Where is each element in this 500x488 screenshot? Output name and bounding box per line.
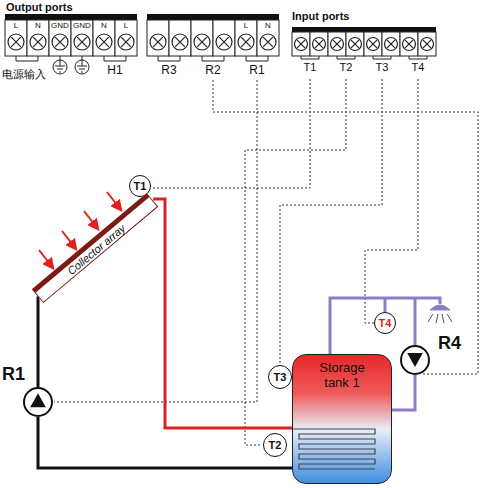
pipe-connector xyxy=(153,199,292,428)
port-label: L xyxy=(244,21,248,30)
sensor-circle: T2 xyxy=(263,433,287,457)
port-label: N xyxy=(35,21,41,30)
pump-label: R1 xyxy=(2,364,25,385)
port-label: N xyxy=(101,21,107,30)
port-label: Input ports xyxy=(292,10,349,23)
storage-tank: Storage tank 1 xyxy=(292,354,392,484)
sensor-label: T2 xyxy=(269,440,282,451)
collector-label: Collector array xyxy=(65,222,127,276)
terminal-blocks xyxy=(5,14,436,56)
port-label: L xyxy=(14,21,18,30)
port-label: L xyxy=(124,21,128,30)
pump-symbol: R1 xyxy=(23,387,53,417)
sensor-label: T3 xyxy=(274,372,287,383)
pump-triangle xyxy=(25,389,51,415)
port-label: 电源输入 xyxy=(2,68,46,81)
pump-symbol: R4 xyxy=(400,345,430,375)
pump-label: R4 xyxy=(438,333,461,354)
tank-label: Storage tank 1 xyxy=(306,361,378,391)
pipe-connector xyxy=(38,417,292,468)
signal-wires xyxy=(54,79,478,445)
port-label: R2 xyxy=(205,64,220,78)
port-label: GND xyxy=(51,21,69,30)
hot-water-pipes xyxy=(330,298,440,354)
pipe-connector xyxy=(37,297,38,387)
port-label: N xyxy=(265,21,271,30)
port-label: T3 xyxy=(376,61,389,74)
port-label: R1 xyxy=(249,64,264,78)
port-label: Output ports xyxy=(6,1,73,14)
port-label: T1 xyxy=(304,61,317,74)
shower-head xyxy=(428,305,452,323)
sensor-label: T1 xyxy=(134,181,147,192)
sensor-label: T4 xyxy=(379,318,392,329)
heat-exchanger-coil xyxy=(293,425,393,475)
sensor-circle: T3 xyxy=(268,365,292,389)
port-label: GND xyxy=(73,21,91,30)
sensor-circle: T4 xyxy=(374,312,396,334)
pipe-connector xyxy=(392,375,415,410)
port-label: H1 xyxy=(107,64,122,78)
collector-panel: Collector array xyxy=(32,193,158,303)
port-label: T2 xyxy=(340,61,353,74)
port-label: T4 xyxy=(412,61,425,74)
pump-triangle xyxy=(402,347,428,373)
terminal-brackets xyxy=(16,56,427,74)
port-label: R3 xyxy=(161,64,176,78)
